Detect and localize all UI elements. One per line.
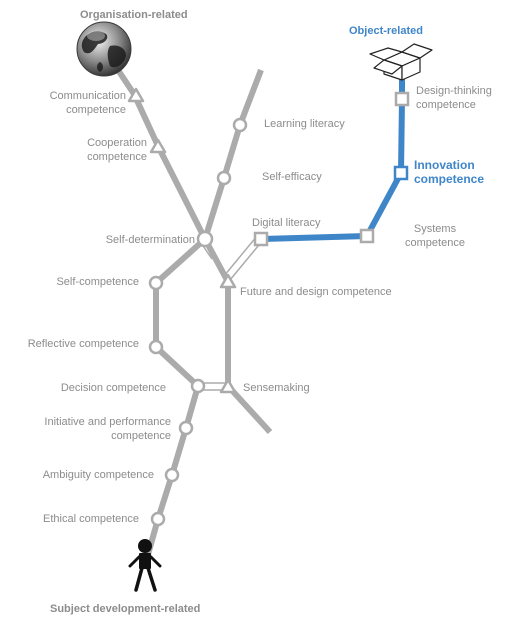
station-self-determination	[196, 230, 214, 248]
label-self-determination: Self-determination	[105, 234, 195, 246]
label-digital-literacy: Digital literacy	[252, 217, 321, 229]
station-self-competence	[148, 275, 164, 291]
object-line	[261, 74, 405, 242]
globe-icon	[76, 21, 132, 77]
open-box-icon	[369, 43, 433, 81]
label-design-thinking: Design-thinking competence	[416, 85, 492, 111]
station-communication	[127, 87, 145, 103]
station-cooperation	[149, 138, 167, 154]
station-ethical	[150, 511, 166, 527]
station-decision	[190, 378, 206, 394]
object-related-header: Object-related	[349, 25, 423, 37]
label-self-competence: Self-competence	[56, 276, 139, 288]
label-initiative: Initiative and performance competence	[44, 416, 171, 442]
label-cooperation: Cooperation competence	[87, 137, 147, 163]
subject-development-related-header: Subject development-related	[50, 603, 201, 615]
label-decision: Decision competence	[60, 382, 166, 394]
circle-stations	[148, 117, 248, 527]
triangle-stations	[127, 87, 237, 394]
label-self-efficacy: Self-efficacy	[262, 171, 322, 183]
station-learning-literacy	[232, 117, 248, 133]
square-stations	[253, 91, 410, 247]
station-digital-literacy	[253, 231, 269, 247]
label-sensemaking: Sensemaking	[243, 382, 310, 394]
label-communication: Communication competence	[49, 90, 126, 116]
station-systems	[359, 228, 375, 244]
station-future-design	[219, 273, 237, 289]
person-icon	[128, 539, 162, 592]
station-reflective	[148, 339, 164, 355]
label-ambiguity: Ambiguity competence	[42, 469, 154, 481]
label-innovation: Innovation competence	[414, 158, 485, 186]
station-sensemaking	[219, 378, 237, 394]
label-learning-literacy: Learning literacy	[264, 118, 345, 130]
label-ethical: Ethical competence	[43, 513, 139, 525]
station-self-efficacy	[216, 170, 232, 186]
label-systems: Systems competence	[405, 223, 465, 249]
label-future-design: Future and design competence	[240, 286, 392, 298]
station-design-thinking	[394, 91, 410, 107]
label-reflective: Reflective competence	[27, 338, 139, 350]
station-initiative	[178, 420, 194, 436]
station-ambiguity	[164, 467, 180, 483]
station-innovation	[393, 165, 409, 181]
learning-line	[142, 68, 264, 566]
organisation-related-header: Organisation-related	[80, 9, 188, 21]
